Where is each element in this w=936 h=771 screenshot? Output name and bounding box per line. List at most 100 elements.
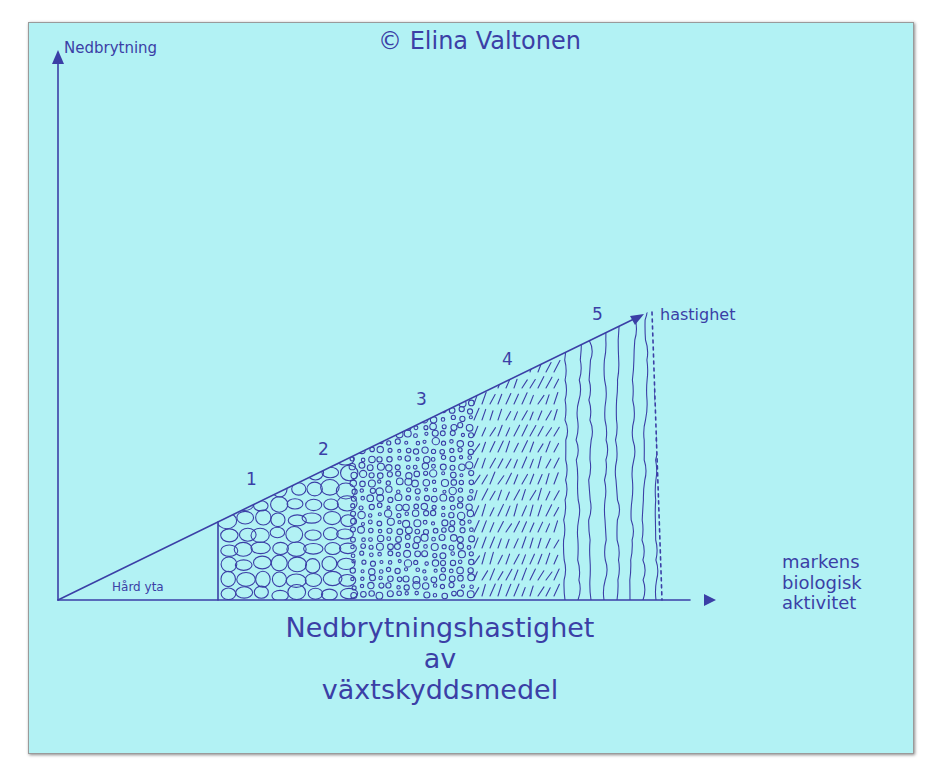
fine-particle bbox=[425, 432, 428, 435]
fine-particle bbox=[425, 488, 428, 491]
fine-particle bbox=[432, 537, 436, 541]
fine-particle bbox=[458, 423, 463, 428]
fine-particle bbox=[468, 449, 473, 454]
fine-particle bbox=[433, 528, 438, 533]
fine-particle bbox=[415, 489, 420, 494]
fine-particle bbox=[406, 496, 411, 501]
fine-particle bbox=[386, 398, 393, 405]
fine-particle bbox=[459, 400, 466, 407]
coarse-particle bbox=[322, 467, 339, 478]
dash-stroke bbox=[530, 442, 534, 452]
coarse-particle bbox=[221, 588, 236, 599]
coarse-particle bbox=[270, 435, 289, 450]
fine-particle bbox=[387, 518, 394, 525]
fine-particle bbox=[424, 511, 429, 516]
dash-stroke bbox=[490, 364, 493, 372]
coarse-particle bbox=[253, 454, 268, 466]
dash-stroke bbox=[482, 571, 488, 580]
fine-particle bbox=[432, 430, 438, 436]
fine-particle bbox=[350, 527, 355, 532]
fine-particle bbox=[385, 391, 391, 397]
dash-stroke bbox=[554, 540, 559, 548]
x-axis bbox=[58, 599, 690, 601]
dash-stroke bbox=[514, 394, 518, 404]
fine-particle bbox=[358, 526, 365, 533]
fine-particle bbox=[440, 392, 445, 397]
fine-particle bbox=[458, 497, 463, 502]
dash-stroke bbox=[506, 412, 511, 420]
fine-particle bbox=[360, 470, 367, 477]
fine-particle bbox=[359, 462, 365, 468]
axis-label: hastighet bbox=[660, 306, 735, 324]
fine-particle bbox=[440, 561, 445, 566]
fine-particle bbox=[378, 529, 382, 533]
dash-stroke bbox=[538, 363, 541, 372]
dash-stroke bbox=[482, 504, 485, 516]
dash-stroke bbox=[474, 490, 477, 500]
fine-particle bbox=[468, 496, 473, 501]
coarse-particle bbox=[286, 574, 306, 587]
fine-particle bbox=[424, 496, 429, 501]
dash-stroke bbox=[506, 524, 511, 532]
fine-particle bbox=[397, 586, 400, 589]
dash-stroke bbox=[498, 555, 502, 564]
fine-particle bbox=[414, 426, 418, 430]
fine-particle bbox=[388, 497, 393, 502]
fine-particle bbox=[457, 567, 464, 574]
fine-particle bbox=[423, 456, 430, 463]
dash-stroke bbox=[474, 444, 480, 452]
fine-particle bbox=[396, 422, 403, 429]
fine-particle bbox=[368, 520, 372, 524]
dash-stroke bbox=[522, 474, 527, 484]
fine-particle bbox=[443, 490, 446, 493]
coarse-particle bbox=[323, 528, 338, 540]
fine-particle bbox=[422, 463, 428, 469]
fine-particle bbox=[468, 441, 473, 446]
fine-particle bbox=[468, 383, 473, 388]
fine-particle bbox=[458, 448, 462, 452]
wavy-stroke bbox=[603, 300, 607, 600]
dash-stroke bbox=[546, 363, 551, 372]
fine-particle bbox=[449, 526, 455, 532]
fine-particle bbox=[430, 392, 436, 398]
fine-particle bbox=[468, 456, 472, 460]
fine-particle bbox=[450, 472, 456, 478]
wavy-stroke bbox=[655, 300, 660, 600]
fine-particle bbox=[406, 473, 412, 479]
fine-particle bbox=[369, 528, 373, 532]
dash-stroke bbox=[538, 505, 542, 516]
fine-particle bbox=[359, 506, 363, 510]
fine-particle bbox=[350, 568, 355, 573]
coarse-particle bbox=[305, 573, 321, 586]
fine-particle bbox=[351, 518, 357, 524]
coarse-particle bbox=[234, 542, 252, 556]
fine-particle bbox=[414, 434, 418, 438]
fine-particle bbox=[367, 495, 374, 502]
coarse-particle bbox=[322, 557, 337, 571]
dash-stroke bbox=[498, 539, 501, 548]
dash-stroke bbox=[490, 395, 495, 404]
fine-particle bbox=[405, 512, 408, 515]
fine-particle bbox=[470, 489, 474, 493]
dash-stroke bbox=[482, 585, 485, 596]
fine-particle bbox=[352, 586, 356, 590]
fine-particle bbox=[395, 544, 401, 550]
dash-stroke bbox=[506, 459, 511, 468]
coarse-particle bbox=[307, 482, 322, 496]
fine-particle bbox=[360, 481, 365, 486]
fine-particle bbox=[388, 576, 393, 581]
fine-particle bbox=[442, 513, 446, 517]
coarse-particle bbox=[254, 586, 268, 598]
axis-label: Nedbrytning bbox=[64, 40, 157, 57]
fine-particle bbox=[369, 538, 373, 542]
fine-particle bbox=[377, 446, 383, 452]
dash-stroke bbox=[514, 490, 520, 500]
fine-particle bbox=[395, 384, 402, 391]
fine-particle bbox=[378, 480, 381, 483]
fine-particle bbox=[468, 568, 473, 573]
dash-stroke bbox=[490, 472, 495, 484]
callout-number: 1 bbox=[246, 470, 257, 490]
dash-stroke bbox=[546, 459, 551, 468]
fine-particle bbox=[386, 567, 390, 571]
fine-particle bbox=[469, 471, 474, 476]
